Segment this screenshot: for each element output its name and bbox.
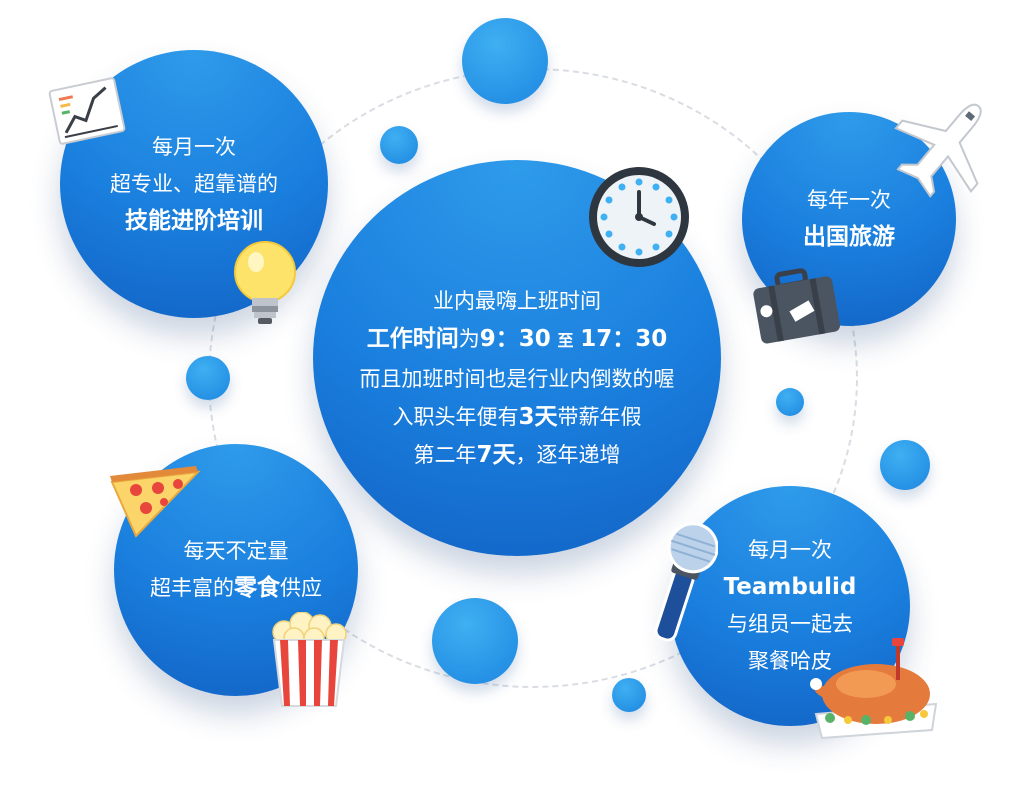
clock-icon (589, 167, 689, 267)
decor-dot (380, 126, 418, 164)
travel-frequency: 每年一次 (807, 188, 891, 212)
lightbulb-icon (234, 241, 296, 324)
leave-days-first: 3天 (518, 404, 558, 430)
overtime-note: 而且加班时间也是行业内倒数的喔 (359, 367, 675, 391)
leave-text: 入职头年便有 (392, 405, 519, 429)
snacks-frequency: 每天不定量 (183, 539, 289, 563)
work-time-to: 至 (557, 331, 574, 350)
snacks-text-end: 供应 (280, 576, 322, 600)
leave-text-second-end: ，逐年递增 (515, 443, 621, 467)
team-frequency: 每月一次 (748, 538, 832, 562)
chart-icon (48, 77, 126, 145)
pizza-icon (110, 466, 201, 538)
team-description: 与组员一起去 (727, 612, 853, 636)
decor-dot (432, 598, 518, 684)
work-start-time: 9：30 (479, 326, 551, 352)
roast-chicken-icon (810, 638, 938, 740)
annual-leave-second-year: 第二年7天，逐年递增 (413, 436, 620, 474)
suitcase-icon (753, 268, 840, 344)
training-title: 技能进阶培训 (125, 207, 263, 234)
work-hours-label: 工作时间 (366, 326, 459, 352)
airplane-icon (894, 103, 982, 198)
snacks-description: 超丰富的零食供应 (150, 570, 322, 607)
work-hours-intro: 业内最嗨上班时间 (433, 289, 601, 313)
snacks-highlight: 零食 (234, 575, 280, 601)
work-end-time: 17：30 (580, 326, 668, 352)
team-title: Teambulid (723, 574, 857, 600)
annual-leave-first-year: 入职头年便有3天带薪年假 (392, 398, 641, 436)
decor-dot (186, 356, 230, 400)
decor-dot (776, 388, 804, 416)
training-description: 超专业、超靠谱的 (110, 171, 278, 196)
work-hours-connector: 为 (458, 327, 480, 351)
team-activity: 聚餐哈皮 (748, 649, 832, 673)
snacks-text: 超丰富的 (150, 576, 234, 600)
decor-dot (880, 440, 930, 490)
popcorn-icon (272, 612, 347, 707)
microphone-icon (654, 522, 718, 642)
training-frequency: 每月一次 (152, 134, 236, 159)
work-hours-schedule: 工作时间为9：30 至 17：30 (367, 320, 667, 360)
travel-bubble: 每年一次 出国旅游 (742, 112, 956, 326)
leave-text-end: 带薪年假 (557, 405, 642, 429)
travel-title: 出国旅游 (803, 224, 895, 250)
leave-days-second: 7天 (476, 442, 516, 468)
leave-text-second: 第二年 (413, 443, 477, 467)
decor-dot (462, 18, 548, 104)
decor-dot (612, 678, 646, 712)
